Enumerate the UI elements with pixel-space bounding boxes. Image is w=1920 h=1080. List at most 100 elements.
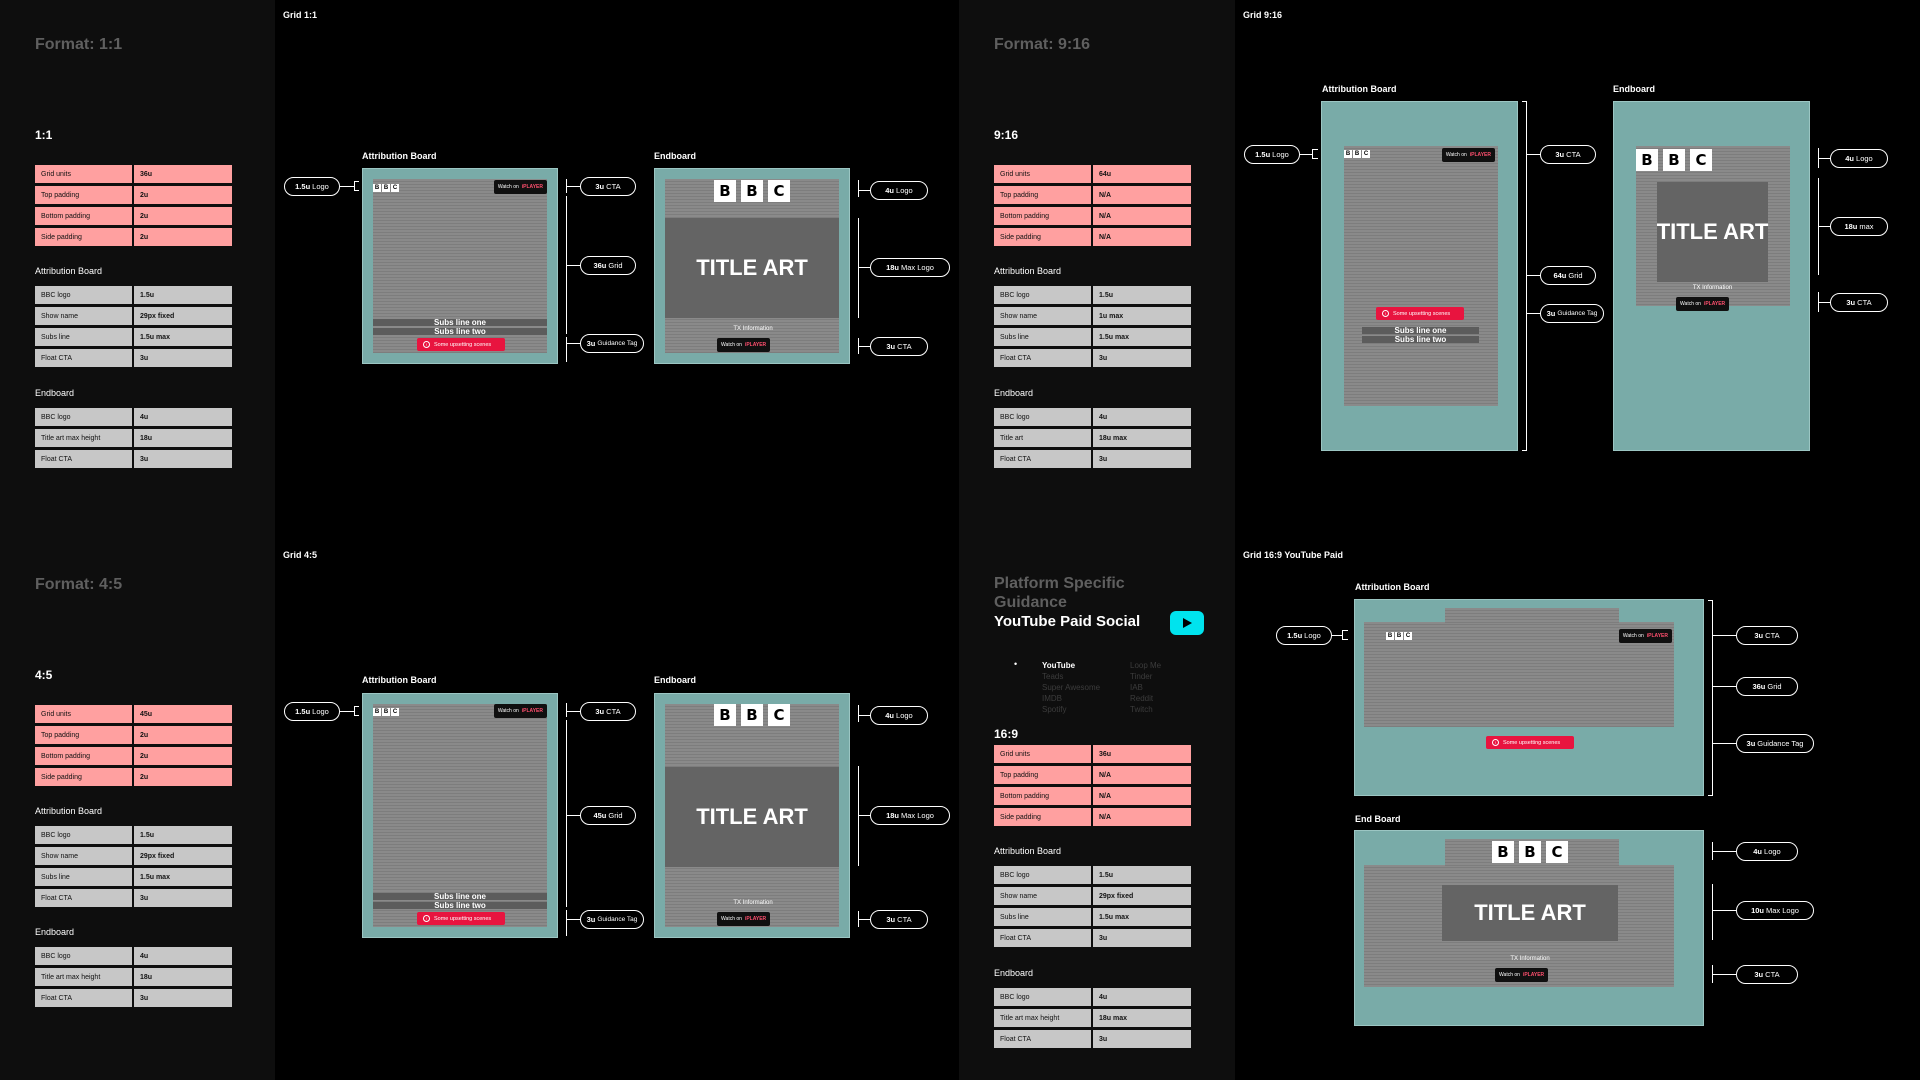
- bbc-c: C: [768, 180, 790, 202]
- subs-stripe: [1362, 336, 1479, 343]
- attribution-board-label: Attribution Board: [362, 151, 437, 161]
- callout-text: CTA: [606, 707, 621, 716]
- guidance-text: Some upsetting scenes: [1503, 739, 1561, 746]
- row-label: Show name: [35, 307, 132, 325]
- row-value: 1.5u: [1093, 866, 1191, 884]
- callout-text: Max Logo: [901, 811, 934, 820]
- row-label: Side padding: [994, 228, 1091, 246]
- platform-item[interactable]: Loop Me: [1130, 661, 1162, 670]
- row-value: 1.5u max: [1093, 328, 1191, 346]
- row-label: Float CTA: [35, 349, 132, 367]
- connector-line: [566, 711, 580, 712]
- row-value: 1.5u: [134, 286, 232, 304]
- platform-list-right: Loop Me Tinder IAB Reddit Twitch: [1130, 660, 1161, 715]
- platform-item[interactable]: IMDB: [1042, 694, 1062, 703]
- callout-value: 18u: [1844, 222, 1858, 231]
- row-value: 4u: [134, 408, 232, 426]
- platform-item-selected[interactable]: YouTube: [1042, 661, 1076, 670]
- row-value: N/A: [1093, 766, 1191, 784]
- platform-item[interactable]: Twitch: [1130, 705, 1153, 714]
- row-value: 18u max: [1093, 429, 1191, 447]
- connector-line: [1712, 743, 1736, 744]
- row-value: 18u max: [1093, 1009, 1191, 1027]
- connector-line: [1712, 910, 1736, 911]
- row-label: Float CTA: [994, 929, 1091, 947]
- row-label: Float CTA: [994, 349, 1091, 367]
- row-label: Title art max height: [35, 968, 132, 986]
- platform-title: Platform Specific Guidance: [994, 575, 1125, 611]
- callout-text: Guidance Tag: [1757, 739, 1804, 748]
- bbc-b2: B: [382, 708, 390, 716]
- row-label: Float CTA: [994, 450, 1091, 468]
- platform-item[interactable]: IAB: [1130, 683, 1143, 692]
- row-label: Subs line: [35, 328, 132, 346]
- format-title: Format: 1:1: [35, 36, 123, 53]
- connector-line: [1818, 226, 1830, 227]
- bbc-b1: B: [1386, 632, 1394, 640]
- endboard-section-label: Endboard: [994, 388, 1034, 398]
- bbc-c: C: [391, 184, 399, 192]
- bracket: [1342, 630, 1348, 631]
- bbc-b2: B: [741, 180, 763, 202]
- guidance-tag: !Some upsetting scenes: [417, 338, 505, 351]
- callout-value: 3u: [586, 339, 596, 348]
- bracket: [858, 218, 859, 318]
- platform-item[interactable]: Tinder: [1130, 672, 1153, 681]
- callout-value: 4u: [1845, 154, 1855, 163]
- callout-value: 3u: [1754, 970, 1764, 979]
- bbc-c: C: [768, 704, 790, 726]
- platform-item[interactable]: Super Awesome: [1042, 683, 1101, 692]
- bracket: [566, 720, 567, 907]
- row-value: 18u: [134, 429, 232, 447]
- callout-value: 18u: [886, 811, 899, 820]
- platform-item[interactable]: Spotify: [1042, 705, 1067, 714]
- iplayer-logo-icon: iPLAYER: [1646, 633, 1668, 639]
- bbc-b1: B: [1636, 149, 1658, 171]
- platform-item[interactable]: Teads: [1042, 672, 1064, 681]
- connector-line: [858, 267, 870, 268]
- watch-on-text: Watch on: [1622, 633, 1644, 639]
- platform-item[interactable]: Reddit: [1130, 694, 1154, 703]
- format-subtitle: 9:16: [994, 128, 1019, 142]
- row-value: N/A: [1093, 808, 1191, 826]
- connector-line: [1712, 686, 1736, 687]
- safe-grid-area: [373, 704, 547, 927]
- row-value: 4u: [1093, 408, 1191, 426]
- callout-text: Max Logo: [1766, 906, 1799, 915]
- bbc-c: C: [1404, 632, 1412, 640]
- watch-on-text: Watch on: [497, 184, 519, 190]
- guidance-warning-icon: !: [423, 915, 430, 922]
- callout-text: Grid: [608, 811, 623, 820]
- grid-label: Grid 1:1: [283, 10, 318, 20]
- row-label: Bottom padding: [35, 747, 132, 765]
- bbc-b2: B: [741, 704, 763, 726]
- row-value: 1.5u max: [134, 328, 232, 346]
- connector-line: [1818, 302, 1830, 303]
- endboard-label: Endboard: [654, 675, 696, 685]
- youtube-play-button[interactable]: [1170, 611, 1204, 635]
- callout-text: Logo: [1764, 847, 1781, 856]
- watch-on-text: Watch on: [1445, 152, 1467, 158]
